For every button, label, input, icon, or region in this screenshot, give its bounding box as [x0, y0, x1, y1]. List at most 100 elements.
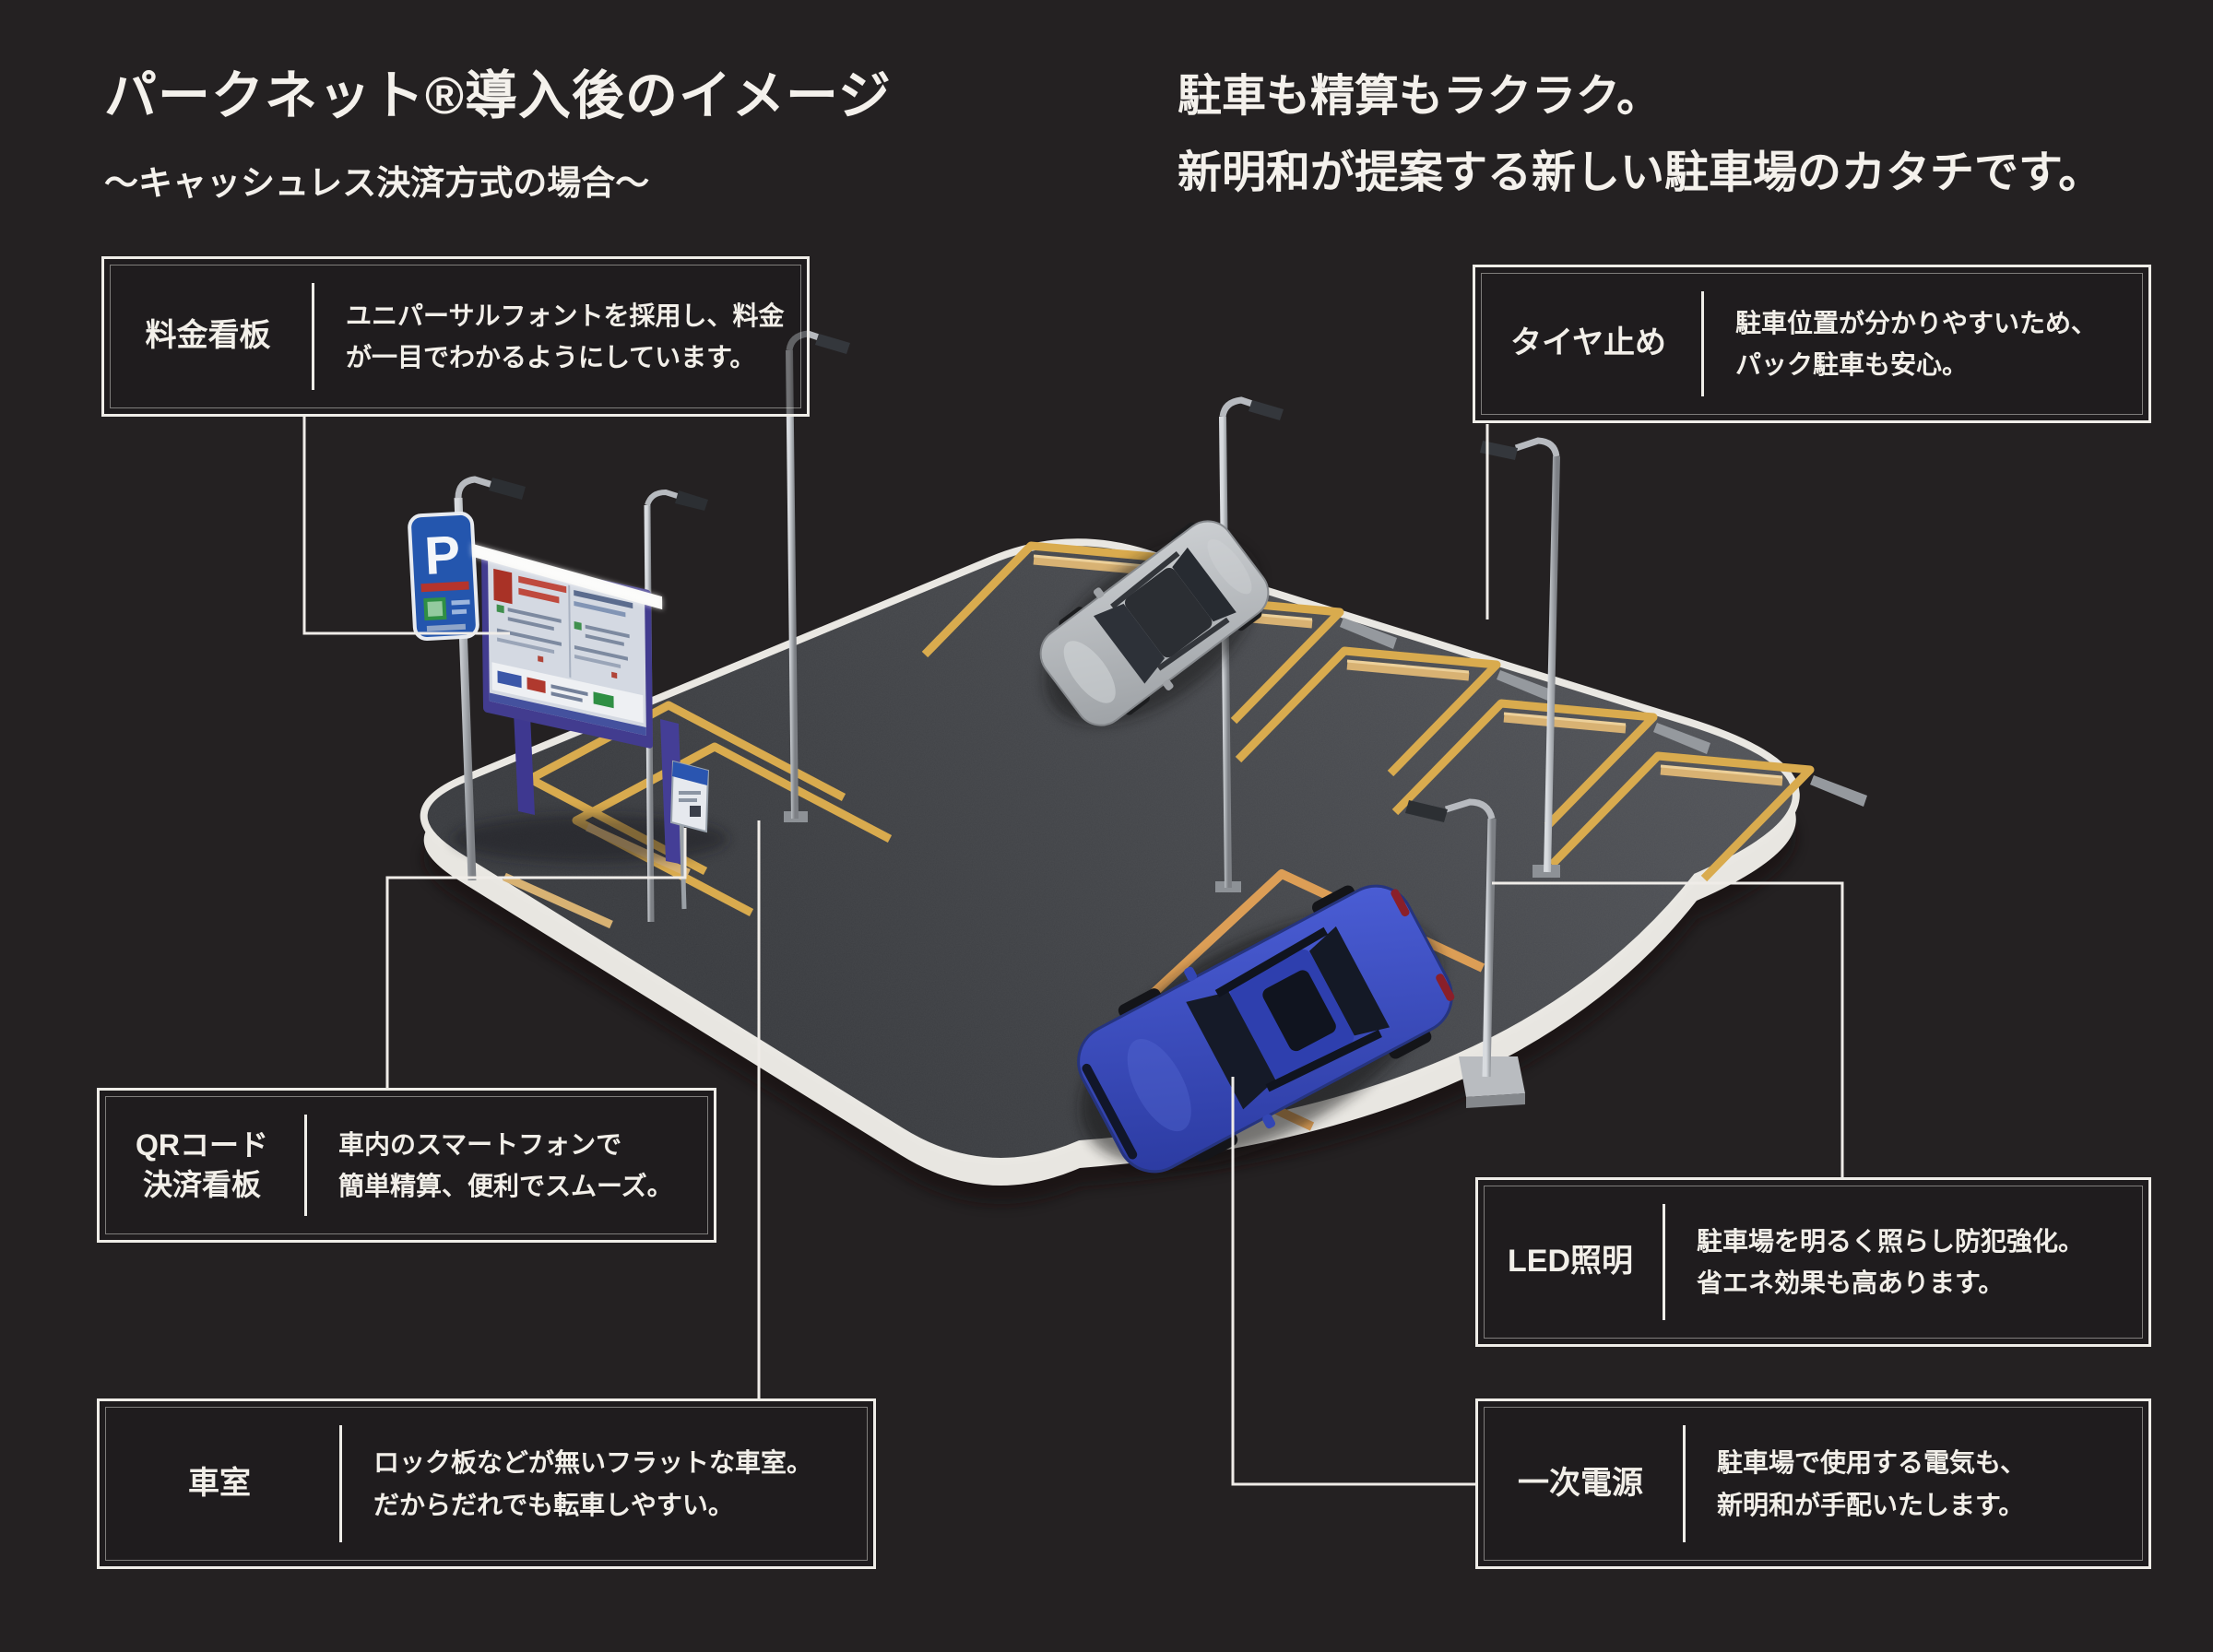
- callout-connectors: [302, 417, 1844, 1486]
- silver-car: [1039, 520, 1270, 726]
- hero-line1: 駐車も精算もラクラク。: [1178, 72, 1662, 121]
- p-sign-small-text: [451, 608, 467, 615]
- callout-label: タイヤ止め: [1475, 267, 1701, 420]
- board-red-text: [518, 575, 567, 594]
- board-leg: [513, 691, 535, 815]
- board-text-line: [574, 644, 628, 661]
- board-text-line: [507, 617, 554, 631]
- sunroof: [1262, 970, 1336, 1052]
- callout-label-text: LED照明: [1508, 1244, 1633, 1280]
- rear-window: [1308, 926, 1391, 1036]
- board-green-dot: [574, 620, 582, 631]
- trunk-highlight: [1207, 538, 1252, 595]
- windshield: [1093, 603, 1166, 684]
- lamp-head-icon: [1249, 400, 1284, 420]
- callout-label: LED照明: [1478, 1180, 1663, 1344]
- blue-car: [1077, 884, 1455, 1174]
- car-body-group: [1077, 884, 1455, 1174]
- page-subtitle: ～キャッシュレス決済方式の場合～: [104, 164, 650, 202]
- lamp-arm: [1219, 396, 1265, 418]
- callout-divider: [1701, 291, 1704, 396]
- lamp-arm: [1444, 798, 1496, 820]
- sign-lamp-arm: [645, 489, 687, 506]
- desc-line: パック駐車も安心。: [1735, 350, 1969, 379]
- callout-led: LED照明 駐車場を明るく照らし防犯強化。 省エネ効果も高あります。: [1475, 1177, 2151, 1347]
- led-light-pole: [1405, 798, 1525, 1108]
- hero-heading: 駐車も精算もラクラク。 新明和が提案する新しい駐車場のカタチです。: [1178, 59, 2102, 211]
- p-sign: P: [408, 511, 479, 641]
- callout-label-text: 一次電源: [1518, 1465, 1643, 1501]
- qr-sign-text-line: [679, 791, 701, 795]
- board-text-line: [507, 608, 562, 623]
- board-bottom-strip: [491, 662, 644, 724]
- desc-line: 省エネ効果も高あります。: [1697, 1268, 2005, 1297]
- desc-line: 駐車場を明るく照らし防犯強化。: [1697, 1226, 2085, 1256]
- callout-divider: [339, 1425, 342, 1542]
- board-text-line: [497, 637, 555, 655]
- callout-label-text: 車室: [188, 1465, 251, 1501]
- board-text-line: [574, 589, 633, 609]
- board-logo-block: [497, 670, 522, 689]
- concrete-base: [1459, 1056, 1525, 1097]
- hero-line2: 新明和が提案する新しい駐車場のカタチです。: [1178, 148, 2103, 197]
- callout-label: 一次電源: [1478, 1401, 1683, 1566]
- pole: [1482, 818, 1497, 1078]
- taillight: [1391, 889, 1410, 917]
- page-title: パークネット®導入後のイメージ: [104, 66, 892, 125]
- board-light-glow: [471, 543, 663, 610]
- board-text-line: [585, 633, 624, 646]
- callout-label-text: 料金看板: [145, 318, 271, 354]
- desc-line: 新明和が手配いたします。: [1717, 1490, 2025, 1519]
- signboard-group: P: [408, 476, 728, 923]
- qr-payment-sign: [669, 760, 710, 910]
- callout-description: 車内のスマートフォンで 簡単精算、便利でスムーズ。: [307, 1091, 673, 1240]
- board-text-line: [550, 691, 583, 702]
- car-body-group: [1039, 520, 1270, 726]
- connector-qr-sign: [385, 828, 687, 1088]
- callout-divider: [1663, 1204, 1665, 1320]
- board-footer-bar: [489, 692, 646, 736]
- p-sign-small-text: [451, 599, 470, 606]
- callout-label-text: タイヤ止め: [1510, 325, 1666, 361]
- desc-line: 簡単精算、便利でスムーズ。: [338, 1172, 673, 1200]
- p-sign-lamp-head-icon: [489, 478, 526, 500]
- light-pole: [1480, 437, 1560, 878]
- roof: [1124, 567, 1213, 658]
- callout-label: QRコード 決済看板: [100, 1091, 304, 1240]
- board-text-line: [550, 684, 588, 697]
- callout-divider: [312, 283, 314, 390]
- rear-window: [1172, 547, 1237, 622]
- front-grille: [1082, 1063, 1138, 1160]
- connector-led: [1492, 881, 1844, 1177]
- windshield: [1186, 991, 1276, 1110]
- lamp-arm: [1514, 437, 1560, 457]
- callout-label: 料金看板: [104, 259, 312, 414]
- callout-description: ユニパーサルフォントを採用し、料金 が一目でわかるようにしています。: [314, 259, 784, 414]
- qr-sign-text-line: [679, 798, 697, 802]
- desc-line: だからだれでも転車しやすい。: [373, 1490, 734, 1519]
- qr-sign-header: [672, 761, 708, 785]
- callout-label: 車室: [100, 1401, 339, 1566]
- side-glass: [1110, 551, 1180, 609]
- hood-highlight: [1063, 641, 1116, 703]
- board-red-text: [518, 587, 560, 604]
- p-sign-lamp-arm: [455, 476, 501, 499]
- lamp-head-icon: [1405, 800, 1448, 822]
- callout-description: 駐車場で使用する電気も、 新明和が手配いたします。: [1686, 1401, 2026, 1566]
- callout-stall: 車室 ロック板などが無いフラットな車室。 だからだれでも転車しやすい。: [97, 1398, 876, 1569]
- p-sign-red-text-bar: [420, 581, 469, 593]
- side-mirror: [1093, 587, 1105, 599]
- board-text-line: [496, 628, 562, 646]
- signboard-shadow: [452, 815, 728, 863]
- board-divider: [568, 584, 572, 678]
- desc-line: 駐車位置が分かりやすいため、: [1735, 308, 2098, 337]
- lamp-head-icon: [815, 334, 850, 354]
- side-glass: [1214, 926, 1329, 997]
- connector-fee-sign: [302, 417, 510, 635]
- callout-description: 駐車場を明るく照らし防犯強化。 省エネ効果も高あります。: [1665, 1180, 2084, 1344]
- taillight: [1436, 974, 1455, 1001]
- callout-fee-sign: 料金看板 ユニパーサルフォントを採用し、料金 が一目でわかるようにしています。: [101, 256, 810, 417]
- lamp-head-icon: [1480, 441, 1518, 460]
